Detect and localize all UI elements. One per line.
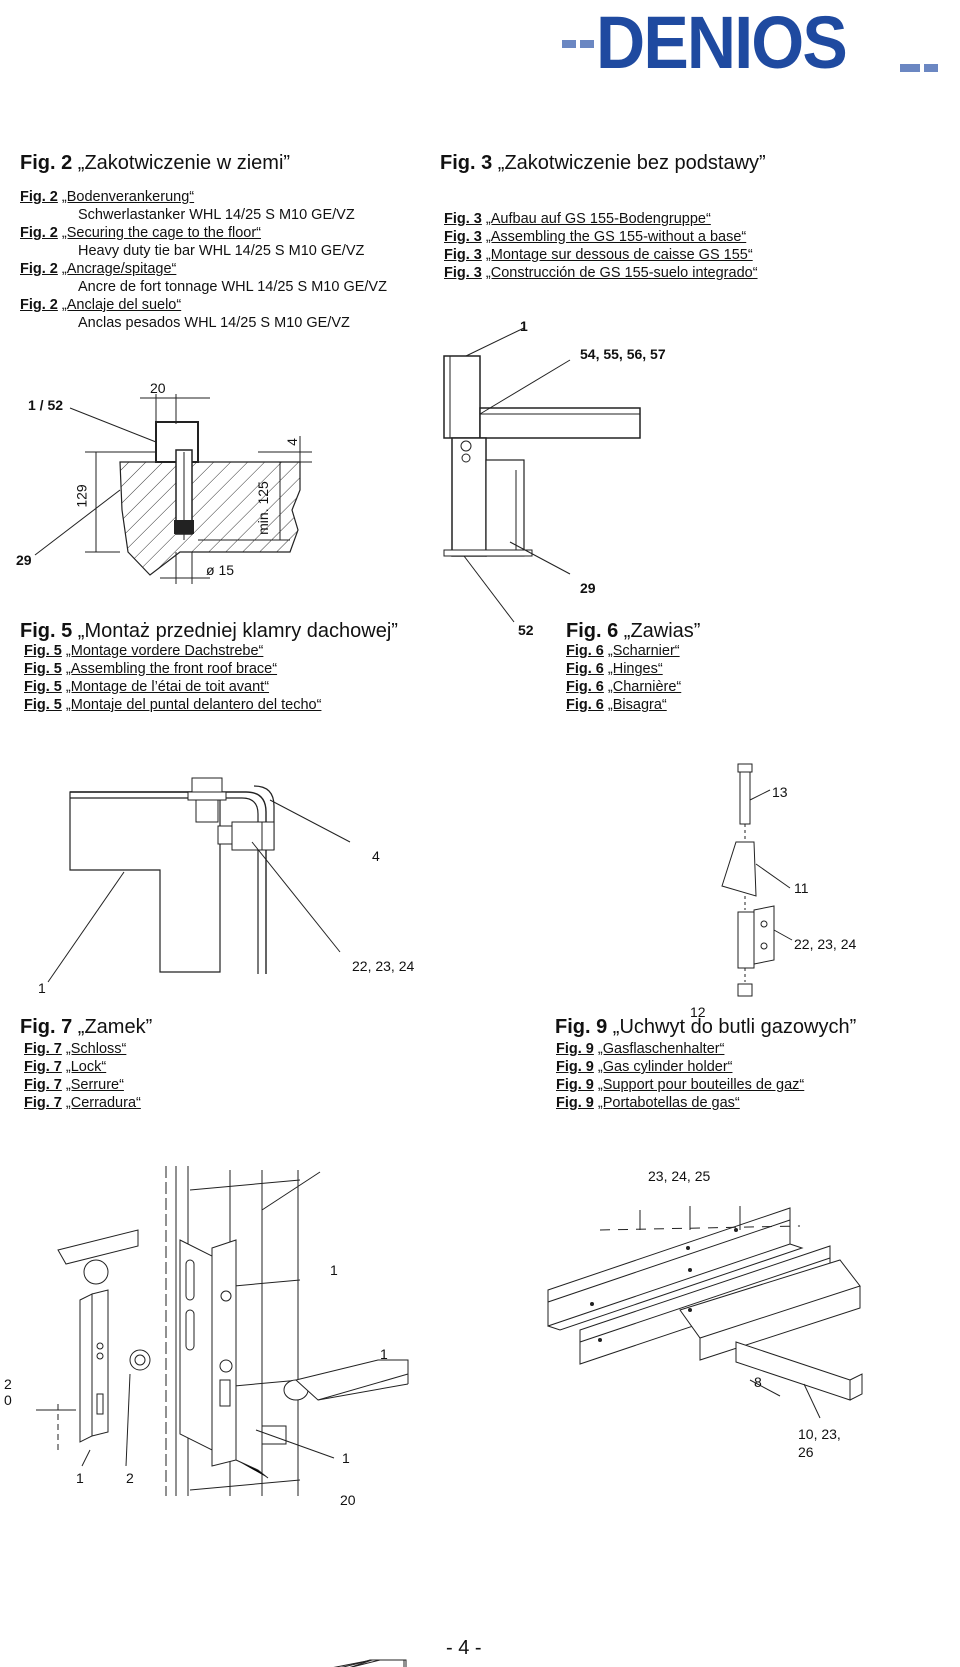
fig7-callout-2: 2 — [126, 1470, 134, 1486]
logo-text: DENIOS — [596, 1, 848, 84]
fig2-anchor-drawing — [34, 394, 312, 584]
fig5-callout-4: 4 — [372, 848, 380, 864]
fig2-captions: Fig. 2 „Bodenverankerung“ Schwerlastanke… — [20, 189, 387, 331]
fig3-callout-54-57: 54, 55, 56, 57 — [580, 346, 666, 362]
fig7-callout-1c: 1 — [342, 1450, 350, 1466]
page-number: - 4 - — [446, 1637, 482, 1659]
fig2-callout-29: 29 — [16, 552, 32, 568]
fig3-base-drawing — [443, 327, 641, 623]
fig7-captions: Fig. 7 „Schloss“ Fig. 7 „Lock“ Fig. 7 „S… — [24, 1041, 141, 1111]
fig6-callout-11: 11 — [794, 880, 809, 896]
fig5-roof-brace-drawing — [47, 777, 351, 983]
fig7-callout-1d: 1 — [76, 1470, 84, 1486]
fig7-callout-1b: 1 — [380, 1346, 388, 1362]
fig3-callout-52: 52 — [518, 622, 534, 638]
fig3-callout-1: 1 — [520, 318, 528, 334]
fig7-door-handle — [283, 1359, 409, 1401]
fig9-captions: Fig. 9 „Gasflaschenhalter“ Fig. 9 „Gas c… — [556, 1041, 805, 1111]
fig2-dim-d15: ø 15 — [206, 562, 235, 578]
fig7-handle — [270, 1660, 271, 1661]
fig7-lock-drawing — [36, 1166, 407, 1667]
fig2-dim-20: 20 — [150, 380, 166, 396]
fig2-dim-min125: min. 125 — [254, 481, 271, 535]
fig5-captions: Fig. 5 „Montage vordere Dachstrebe“ Fig.… — [24, 643, 322, 713]
fig6-title: Fig. 6 „Zawias” — [566, 620, 701, 642]
fig7-callout-0-edge: 0 — [4, 1392, 12, 1408]
fig3-title: Fig. 3 „Zakotwiczenie bez podstawy” — [440, 152, 766, 174]
fig9-callout-8: 8 — [754, 1374, 762, 1390]
fig6-hinge-drawing — [721, 763, 793, 997]
fig7-callout-1a: 1 — [330, 1262, 338, 1278]
fig9-title: Fig. 9 „Uchwyt do butli gazowych” — [555, 1016, 857, 1038]
fig5-title: Fig. 5 „Montaż przedniej klamry dachowej… — [20, 620, 398, 642]
denios-logo: DENIOS — [562, 1, 952, 86]
fig7-callout-2-edge: 2 — [4, 1376, 12, 1392]
fig2-callout-1-52: 1 / 52 — [28, 397, 64, 413]
fig9-callout-23-25: 23, 24, 25 — [648, 1168, 711, 1184]
fig7-title: Fig. 7 „Zamek” — [20, 1016, 153, 1038]
fig9-callout-26: 26 — [798, 1444, 814, 1460]
fig6-captions: Fig. 6 „Scharnier“ Fig. 6 „Hinges“ Fig. … — [566, 643, 682, 713]
fig2-dim-4: 4 — [283, 438, 300, 446]
fig7-callout-20: 20 — [340, 1492, 356, 1508]
fig9-callout-10-23: 10, 23, — [798, 1426, 841, 1442]
fig6-callout-13: 13 — [772, 784, 788, 800]
fig6-callout-12: 12 — [690, 1004, 706, 1020]
fig2-title: Fig. 2 „Zakotwiczenie w ziemi” — [20, 152, 291, 174]
fig5-callout-22-24: 22, 23, 24 — [352, 958, 415, 974]
fig3-captions: Fig. 3 „Aufbau auf GS 155-Bodengruppe“ F… — [444, 211, 758, 281]
fig9-gas-holder-drawing — [547, 1206, 863, 1419]
fig3-callout-29: 29 — [580, 580, 596, 596]
fig6-callout-22-24: 22, 23, 24 — [794, 936, 857, 952]
fig5-callout-1: 1 — [38, 980, 46, 996]
fig2-dim-129: 129 — [73, 484, 90, 508]
